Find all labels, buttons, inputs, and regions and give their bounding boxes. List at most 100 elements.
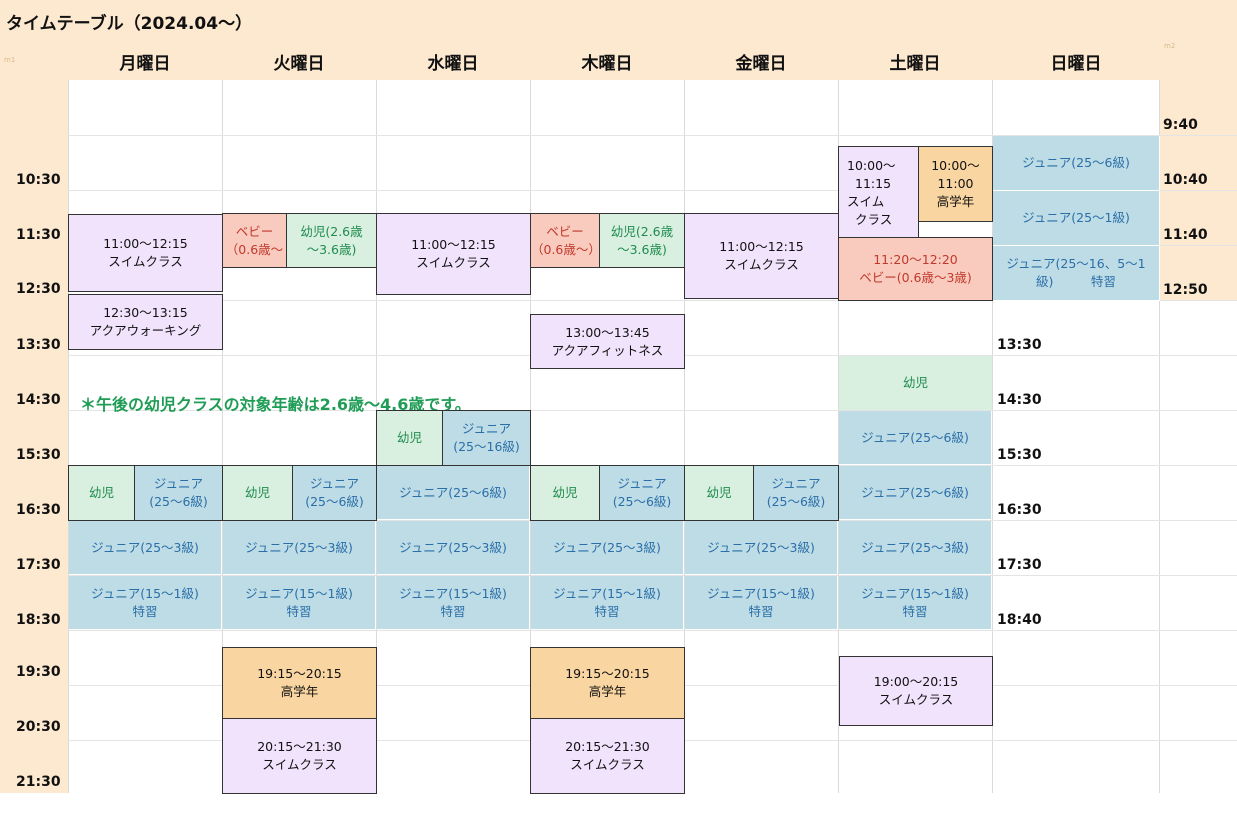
time-label: 18:40 <box>997 612 1042 628</box>
time-label: 14:30 <box>16 392 61 408</box>
time-label: 13:30 <box>16 337 61 353</box>
time-label: 10:40 <box>1163 172 1208 188</box>
time-label: 15:30 <box>16 447 61 463</box>
class-block-wed-swim: 11:00～12:15 スイムクラス <box>376 213 531 295</box>
class-level: (25～16級) <box>453 439 520 454</box>
time-label: 19:30 <box>16 664 61 680</box>
class-time: 11:00～12:15 <box>411 237 496 252</box>
class-time: 11:15 <box>855 175 892 191</box>
class-block-thu-junior-3: ジュニア(25～3級) <box>531 521 684 575</box>
class-block-sat-youji: 幼児 <box>839 356 992 410</box>
time-label: 17:30 <box>997 557 1042 573</box>
class-name: ジュニア(25～3級) <box>245 539 353 555</box>
class-name: スイム <box>847 193 885 209</box>
day-header-sun: 日曜日 <box>1050 54 1102 74</box>
time-label: 16:30 <box>997 502 1042 518</box>
class-block-thu-youji-pm: 幼児 <box>530 465 600 521</box>
corner-mark-left: m1 <box>4 56 16 64</box>
class-time: 13:00～13:45 <box>565 324 650 340</box>
class-age: ～3.6歳) <box>617 241 667 257</box>
class-block-sat-high: 10:00～ 11:00 高学年 <box>918 146 993 222</box>
class-name: ジュニア(25～6級) <box>1022 155 1130 170</box>
class-name: スイムクラス <box>878 692 954 707</box>
grid-line <box>222 80 223 793</box>
class-block-sat-junior-6a: ジュニア(25～6級) <box>839 411 992 465</box>
class-name: ジュニア(25～3級) <box>861 539 969 555</box>
time-label: 20:30 <box>16 719 61 735</box>
class-block-mon-junior: ジュニア (25～6級) <box>134 465 223 521</box>
class-block-mon-walking: 12:30～13:15 アクアウォーキング <box>68 294 223 350</box>
class-name: ジュニア <box>309 476 360 491</box>
class-time: 10:00～ <box>931 158 980 173</box>
grid-line <box>838 80 839 793</box>
class-name: アクアフィットネス <box>551 342 664 358</box>
grid-line <box>68 300 1237 301</box>
grid-line <box>1159 80 1160 793</box>
grid-line <box>68 630 1237 631</box>
class-name: ベビー <box>546 223 584 239</box>
class-block-tue-junior-3: ジュニア(25～3級) <box>223 521 376 575</box>
class-name: ジュニア(25～6級) <box>861 429 969 445</box>
class-name: ジュニア(15～1級) <box>707 585 815 601</box>
class-name: 高学年 <box>588 684 627 699</box>
class-tag: 特習 <box>286 603 312 619</box>
class-name: 幼児 <box>902 375 928 390</box>
time-label: 12:50 <box>1163 282 1208 298</box>
grid-line <box>68 80 69 793</box>
class-name: ジュニア(25～3級) <box>399 539 507 555</box>
class-tag: 特習 <box>594 603 620 619</box>
class-name: 幼児 <box>396 430 422 445</box>
class-name: ベビー <box>235 223 274 239</box>
class-block-tue-baby: ベビー （0.6歳～ <box>222 213 287 268</box>
class-name: ジュニア(25～3級) <box>707 539 815 555</box>
class-block-sat-baby: 11:20～12:20 ベビー(0.6歳～3歳) <box>838 237 993 301</box>
grid-line <box>68 135 1237 136</box>
class-name: ジュニア <box>153 476 204 491</box>
class-name: 幼児 <box>706 485 732 500</box>
class-name: 級) 特習 <box>1036 274 1116 289</box>
class-block-thu-swim: 20:15～21:30 スイムクラス <box>530 718 685 794</box>
day-header-sat: 土曜日 <box>889 54 941 74</box>
class-time: 11:20～12:20 <box>873 252 958 267</box>
class-time: 10:00～ <box>847 157 896 173</box>
grid-line <box>68 410 1237 411</box>
class-block-mon-junior-3: ジュニア(25～3級) <box>69 521 222 575</box>
class-block-tue-youji-pm: 幼児 <box>222 465 293 521</box>
day-header-mon: 月曜日 <box>119 54 171 74</box>
class-name: ジュニア(15～1級) <box>399 585 507 601</box>
corner-mark-right: m2 <box>1164 42 1176 50</box>
class-block-wed-junior-3: ジュニア(25～3級) <box>377 521 530 575</box>
class-level: (25～6級) <box>612 494 672 509</box>
class-time: 11:00 <box>937 176 974 191</box>
class-time: 19:15～20:15 <box>257 666 342 681</box>
grid-line <box>68 575 1237 576</box>
class-block-mon-youji: 幼児 <box>68 465 135 521</box>
class-tag: 特習 <box>132 603 158 619</box>
class-name: ジュニア(25～1級) <box>1022 210 1130 225</box>
class-block-sun-junior-1: ジュニア(25～1級) <box>993 191 1160 246</box>
class-name: ジュニア(15～1級) <box>861 585 969 601</box>
class-block-wed-junior-15: ジュニア(15～1級) 特習 <box>377 576 530 630</box>
class-block-fri-junior-3: ジュニア(25～3級) <box>685 521 838 575</box>
class-time: 11:00～12:15 <box>103 236 188 251</box>
class-name: スイムクラス <box>108 254 183 269</box>
grid-line <box>684 80 685 793</box>
class-name: ジュニア(25～6級) <box>861 484 969 500</box>
day-header-thu: 木曜日 <box>581 54 633 74</box>
class-time: 11:00～12:15 <box>719 239 804 254</box>
class-age: （0.6歳～） <box>531 241 601 257</box>
time-label: 15:30 <box>997 447 1042 463</box>
class-name: スイムクラス <box>416 255 491 270</box>
class-name: ジュニア(15～1級) <box>245 585 353 601</box>
class-name: 幼児(2.6歳 <box>300 223 363 239</box>
class-block-fri-swim: 11:00～12:15 スイムクラス <box>684 213 839 299</box>
time-label: 18:30 <box>16 612 61 628</box>
class-tag: 特習 <box>440 603 466 619</box>
class-name: ジュニア(15～1級) <box>553 585 661 601</box>
class-block-sat-junior-15: ジュニア(15～1級)特習 <box>839 576 992 630</box>
class-name: 幼児 <box>244 485 270 500</box>
class-time: 20:15～21:30 <box>257 739 342 754</box>
class-block-tue-junior: ジュニア (25～6級) <box>292 465 377 521</box>
class-name: アクアウォーキング <box>89 323 202 338</box>
